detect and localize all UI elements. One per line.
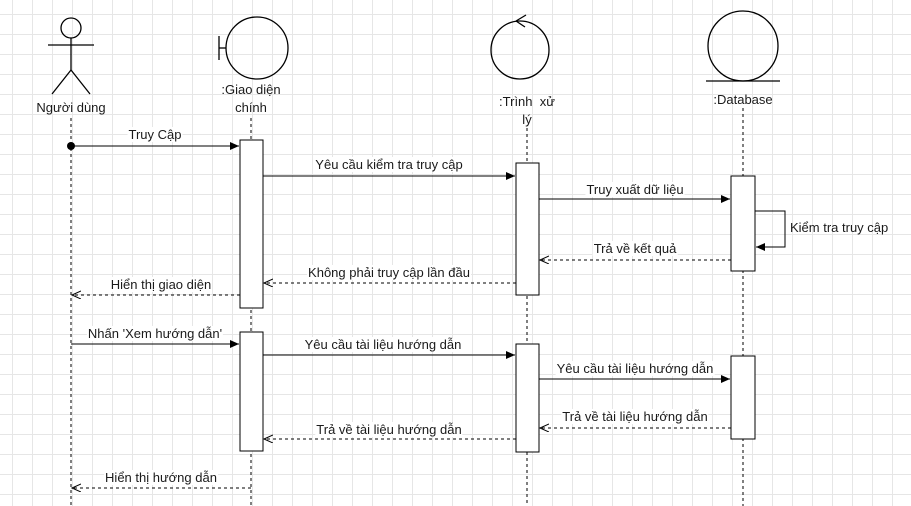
entity-icon [706, 10, 780, 82]
message-label-yeu-cau-tai-lieu-1: Yêu cầu tài liệu hướng dẫn [303, 337, 463, 352]
message-label-truy-xuat: Truy xuất dữ liệu [585, 182, 685, 197]
message-label-kiem-tra-truy-cap: Kiểm tra truy cập [790, 220, 889, 235]
activation-proc-2 [515, 343, 540, 453]
activation-proc-1 [515, 162, 540, 296]
participant-processor-label-line2: lý [522, 112, 532, 127]
activation-db-1 [730, 175, 756, 272]
arrow-kiem-tra-self [755, 210, 786, 251]
message-label-tra-ve-tai-lieu-1: Trả về tài liệu hướng dẫn [561, 409, 709, 424]
participant-database-label: :Database [713, 92, 773, 107]
message-label-truy-cap: Truy Cập [127, 127, 183, 142]
message-label-hien-thi-giao-dien: Hiển thị giao diện [109, 277, 213, 292]
message-label-yeu-cau-tai-lieu-2: Yêu cầu tài liệu hướng dẫn [555, 361, 715, 376]
message-label-khong-phai: Không phải truy cập lần đầu [307, 265, 471, 280]
message-label-hien-thi-huong-dan: Hiển thị hướng dẫn [104, 470, 218, 485]
actor-user-icon [48, 17, 94, 95]
boundary-icon [218, 16, 289, 80]
activation-gui-2 [239, 331, 264, 452]
message-label-nhan-xem: Nhấn 'Xem hướng dẫn' [86, 326, 224, 341]
message-label-tra-ve-tai-lieu-2: Trả về tài liệu hướng dẫn [315, 422, 463, 437]
participant-gui-label-line2: chính [235, 100, 267, 115]
activation-db-2 [730, 355, 756, 440]
participant-gui-label-line1: :Giao diện [221, 82, 281, 97]
participant-processor-label-line1: :Trình xử [499, 94, 555, 109]
message-label-tra-ve-ket-qua: Trả về kết quả [592, 241, 678, 256]
participant-user-label: Người dùng [36, 100, 106, 115]
activation-gui-1 [239, 139, 264, 309]
message-label-yeu-cau-kiem-tra: Yêu cầu kiểm tra truy cập [314, 157, 464, 172]
control-icon [490, 14, 550, 80]
